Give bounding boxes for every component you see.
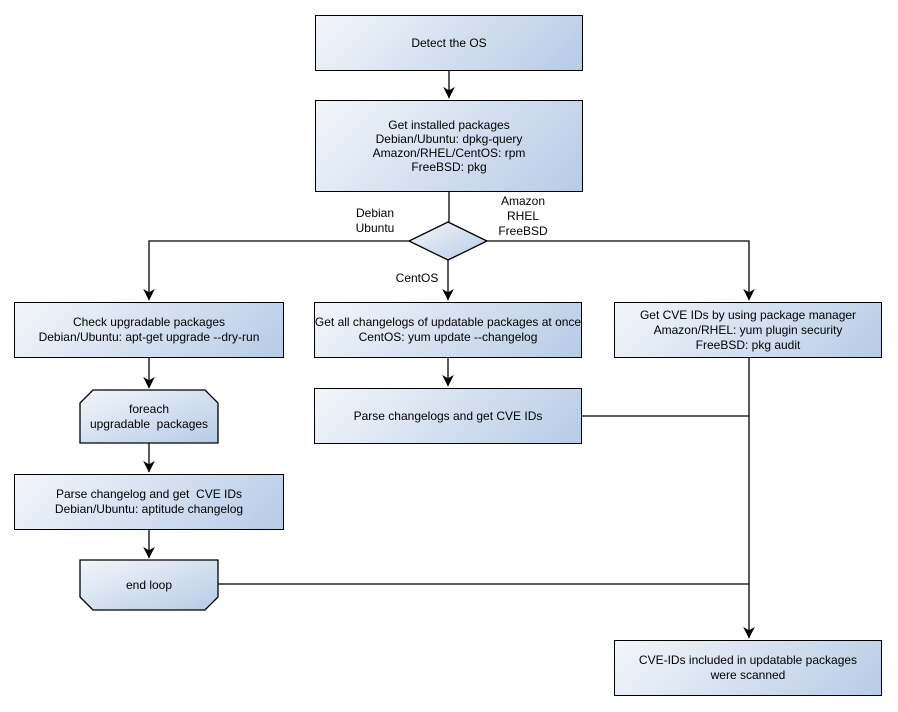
end-loop-label: end loop bbox=[125, 577, 173, 592]
os-decision-diamond bbox=[407, 221, 489, 261]
node-cve-ids-scanned: CVE-IDs included in updatable packages w… bbox=[614, 640, 882, 696]
edge-decision-to-check-upgradable bbox=[143, 240, 409, 301]
node-detect-os: Detect the OS bbox=[315, 15, 583, 71]
node-get-installed-packages: Get installed packages Debian/Ubuntu: dp… bbox=[315, 100, 583, 192]
foreach-loop-label: foreach upgradable packages bbox=[89, 401, 209, 431]
foreach-loop-shape bbox=[79, 389, 219, 444]
node-parse-changelog-debian: Parse changelog and get CVE IDs Debian/U… bbox=[14, 474, 284, 530]
branch-label-amazon-rhel-freebsd: Amazon RHEL FreeBSD bbox=[498, 194, 548, 238]
node-check-upgradable-packages: Check upgradable packages Debian/Ubuntu:… bbox=[14, 302, 284, 358]
node-get-all-changelogs: Get all changelogs of updatable packages… bbox=[314, 302, 582, 358]
branch-label-debian-ubuntu: Debian Ubuntu bbox=[355, 206, 395, 235]
node-parse-changelogs-centos: Parse changelogs and get CVE IDs bbox=[314, 388, 582, 444]
edge-decision-to-get-cve-ids bbox=[487, 240, 755, 301]
node-get-cve-ids-pkg-manager: Get CVE IDs by using package manager Ama… bbox=[614, 302, 882, 358]
end-loop-shape bbox=[79, 559, 219, 611]
branch-label-centos: CentOS bbox=[395, 271, 439, 285]
